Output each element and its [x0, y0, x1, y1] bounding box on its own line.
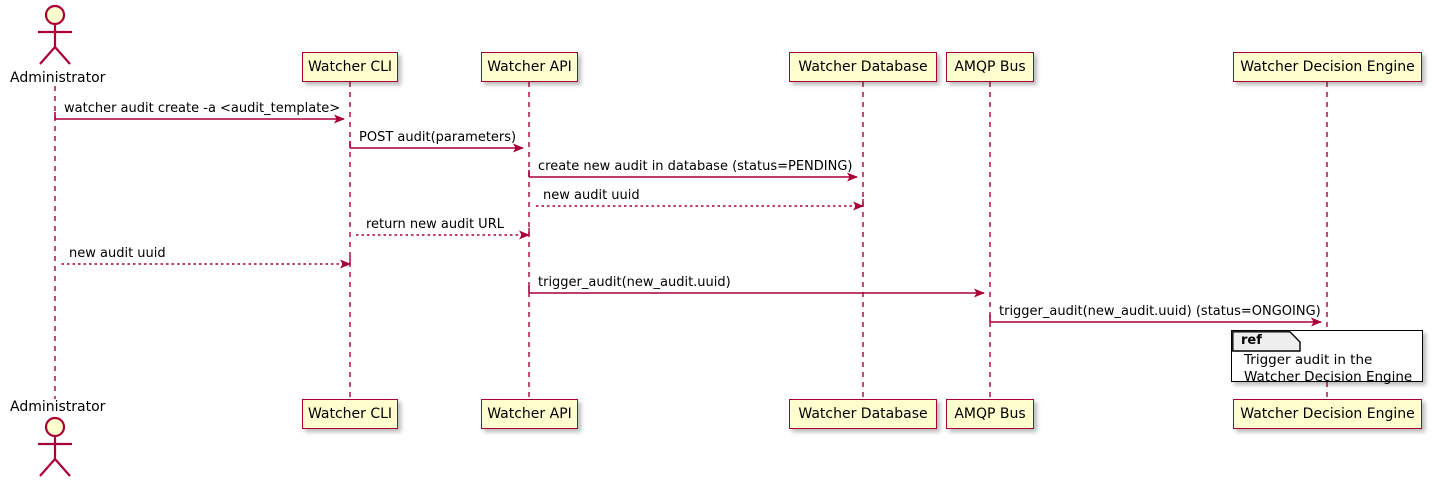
- participant-box-watcher-cli-top[interactable]: Watcher CLI: [302, 52, 398, 82]
- ref-tab-label: ref: [1241, 333, 1262, 348]
- message-label-msg-5: return new audit URL: [366, 217, 504, 232]
- participant-label: Watcher CLI: [307, 406, 393, 422]
- participant-label: Watcher CLI: [307, 59, 393, 75]
- participant-box-watcher-database-bottom[interactable]: Watcher Database: [789, 399, 937, 429]
- participant-label: AMQP Bus: [954, 406, 1026, 422]
- ref-body-line-2: Watcher Decision Engine: [1244, 369, 1413, 385]
- actor-label-administrator-top: Administrator: [10, 70, 106, 86]
- lifelines-group: [54, 82, 1328, 399]
- participant-box-watcher-api-top[interactable]: Watcher API: [481, 52, 578, 82]
- participant-box-watcher-cli-bottom[interactable]: Watcher CLI: [302, 399, 398, 429]
- participant-box-decision-engine-top[interactable]: Watcher Decision Engine: [1233, 52, 1422, 82]
- participant-label: Watcher Decision Engine: [1240, 406, 1415, 422]
- participant-label: Watcher API: [487, 406, 572, 422]
- message-label-msg-8: trigger_audit(new_audit.uuid) (status=ON…: [999, 304, 1321, 319]
- ref-tab-shape: [1232, 331, 1301, 352]
- ref-body-line-1: Trigger audit in the: [1244, 352, 1373, 368]
- participant-label: Watcher Database: [798, 59, 928, 75]
- message-label-msg-3: create new audit in database (status=PEN…: [538, 159, 853, 174]
- actor-administrator-bottom: [38, 416, 72, 477]
- message-label-msg-7: trigger_audit(new_audit.uuid): [538, 275, 731, 290]
- participant-box-watcher-api-bottom[interactable]: Watcher API: [481, 399, 578, 429]
- actor-administrator-top: [38, 4, 72, 65]
- participant-box-decision-engine-bottom[interactable]: Watcher Decision Engine: [1233, 399, 1422, 429]
- participant-label: Watcher Database: [798, 406, 928, 422]
- participant-box-amqp-bus-bottom[interactable]: AMQP Bus: [946, 399, 1034, 429]
- ref-fragment[interactable]: ref Trigger audit in the Watcher Decisio…: [1231, 330, 1423, 385]
- message-label-msg-4: new audit uuid: [543, 188, 640, 203]
- participant-box-amqp-bus-top[interactable]: AMQP Bus: [946, 52, 1034, 82]
- participant-label: Watcher API: [487, 59, 572, 75]
- message-label-msg-1: watcher audit create -a <audit_template>: [64, 101, 341, 116]
- participant-label: AMQP Bus: [954, 59, 1026, 75]
- message-arrows-group: [54, 112, 1322, 327]
- message-label-msg-6: new audit uuid: [69, 246, 166, 261]
- actor-label-administrator-bottom: Administrator: [10, 399, 106, 415]
- message-label-msg-2: POST audit(parameters): [359, 130, 517, 145]
- participant-label: Watcher Decision Engine: [1240, 59, 1415, 75]
- participant-box-watcher-database-top[interactable]: Watcher Database: [789, 52, 937, 82]
